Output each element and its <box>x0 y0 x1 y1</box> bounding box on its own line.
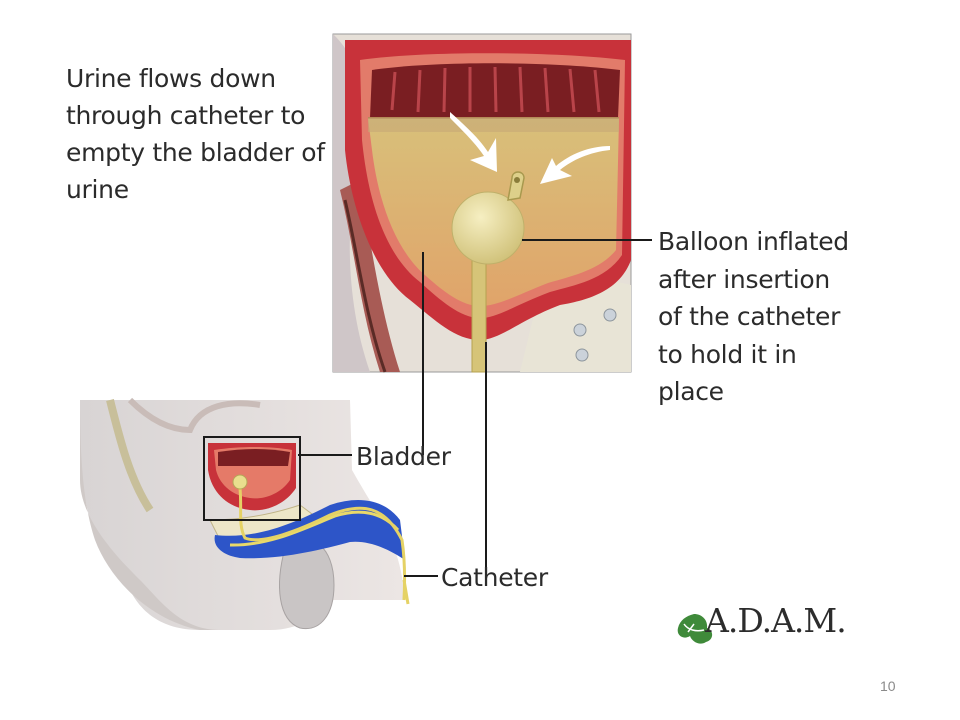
balloon-label: Balloon inflated after insertion of the … <box>658 227 849 406</box>
catheter-label: Catheter <box>441 563 548 592</box>
leaf-icon <box>677 614 713 644</box>
bladder-label: Bladder <box>356 442 451 471</box>
detail-inset-box <box>203 436 301 521</box>
bladder-closeup-panel <box>332 33 632 373</box>
leader-lines <box>298 239 652 577</box>
urine-flow-caption: Urine flows down through catheter to emp… <box>66 64 325 204</box>
body-cross-section <box>80 397 410 630</box>
page-number: 10 <box>880 678 896 694</box>
adam-logo: A.D.A.M. <box>705 601 847 640</box>
